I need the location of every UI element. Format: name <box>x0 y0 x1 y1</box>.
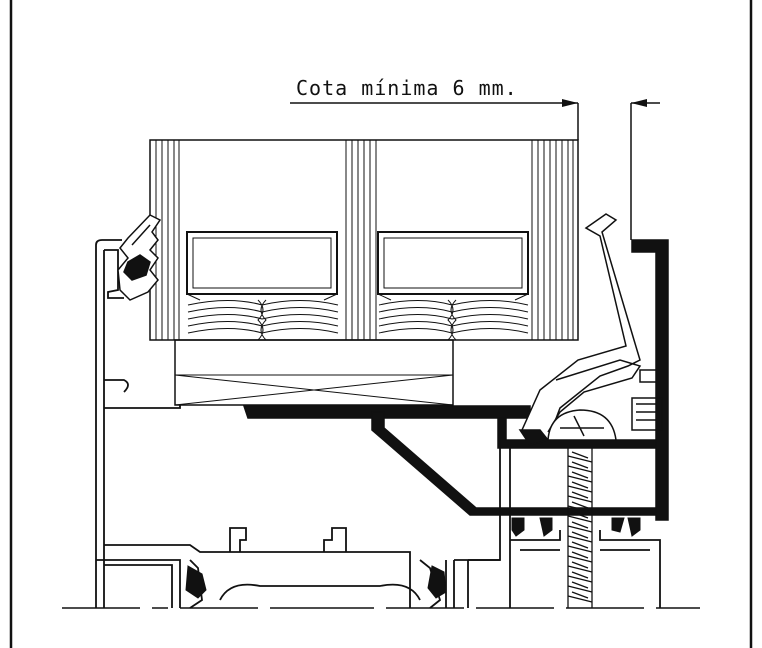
panel-left-edge <box>155 140 180 340</box>
drawing-border <box>9 0 753 648</box>
support-block <box>174 339 454 406</box>
left-frame-profile <box>95 239 240 608</box>
right-frame-profile <box>631 239 669 521</box>
dimension-label: Cota mínima 6 mm. <box>296 76 518 100</box>
dimension-annotation: Cota mínima 6 mm. <box>290 76 660 240</box>
glazing-panel <box>149 139 579 341</box>
screw-shank <box>567 448 593 608</box>
left-gasket-seal <box>117 214 162 301</box>
sill-clips <box>185 517 641 599</box>
dimension-arrow-left-icon <box>562 99 578 107</box>
dimension-arrow-right-icon <box>631 99 647 107</box>
screw-head <box>547 409 617 441</box>
panel-cell-left <box>186 231 339 341</box>
panel-middle-divider <box>345 140 377 340</box>
panel-cell-right <box>377 231 529 341</box>
panel-right-edge <box>531 140 574 340</box>
bottom-sill-profile <box>189 440 661 609</box>
